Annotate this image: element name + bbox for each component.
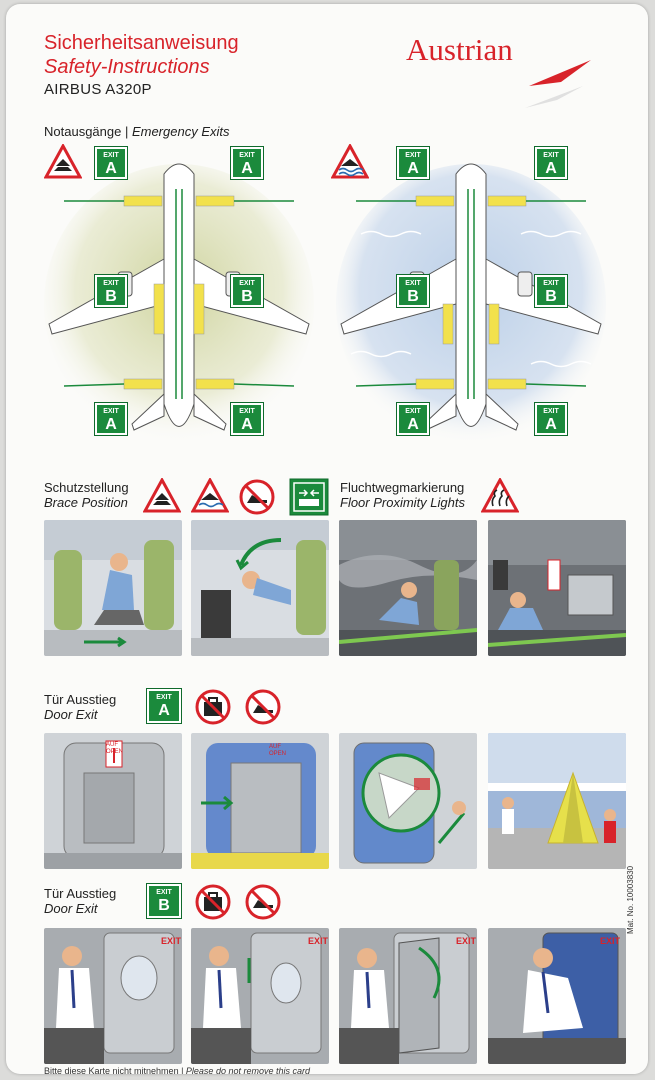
no-high-heels-door-b-icon: [245, 884, 281, 920]
section-brace-position: Schutzstellung Brace Position: [44, 480, 129, 510]
door-exit-label-3: EXIT: [456, 936, 477, 946]
door-handle-label-2: AUF OPEN: [269, 744, 287, 757]
door-a-panel-2: [191, 733, 329, 869]
door-handle-label: AUF OPEN: [106, 742, 124, 755]
footer-sep: |: [178, 1066, 186, 1074]
door-b-panel-2: [191, 928, 329, 1064]
emergency-exits-en: Emergency Exits: [131, 124, 230, 139]
land-evacuation-warning-icon: [44, 144, 82, 179]
door-b-en: Door Exit: [44, 901, 98, 916]
land-evacuation-diagram: [44, 163, 314, 444]
door-exit-label-4: EXIT: [600, 936, 621, 946]
emergency-exits-de: Notausgänge: [44, 124, 122, 139]
water-evacuation-warning-icon: [331, 144, 369, 179]
water-warning-icon: [191, 478, 229, 513]
exit-sign-arrows-icon: [289, 478, 329, 516]
door-a-de: Tür Ausstieg: [44, 692, 117, 707]
austrian-logo-icon: [525, 60, 591, 108]
brand-logo-text: Austrian: [406, 32, 513, 67]
door-a-panel-4: [488, 733, 626, 869]
section-emergency-exits: Notausgänge | Emergency Exits: [44, 124, 230, 139]
emergency-exits-sep: |: [121, 124, 132, 139]
door-a-panel-1: [44, 733, 182, 869]
footer-de: Bitte diese Karte nicht mitnehmen: [44, 1066, 179, 1074]
safety-card: Sicherheitsanweisung Safety-Instructions…: [6, 4, 648, 1074]
brace-panel-1: [44, 520, 182, 656]
brace-en: Brace Position: [44, 495, 128, 510]
floor-lights-panel-2: [488, 520, 626, 656]
material-number: Mat. No. 10003830: [626, 865, 635, 934]
land-warning-icon: [143, 478, 181, 513]
no-baggage-door-b-icon: [195, 884, 231, 920]
footer-note: Bitte diese Karte nicht mitnehmen | Plea…: [44, 1066, 310, 1074]
aircraft-model: AIRBUS A320P: [44, 81, 152, 98]
no-high-heels-door-a-icon: [245, 689, 281, 725]
smoke-warning-icon: [481, 478, 519, 513]
title-english: Safety-Instructions: [44, 56, 210, 78]
floor-lights-de: Fluchtwegmarkierung: [340, 480, 465, 495]
door-exit-label-1: EXIT: [161, 936, 182, 946]
brace-de: Schutzstellung: [44, 480, 129, 495]
door-exit-label-2: EXIT: [308, 936, 329, 946]
water-evacuation-diagram: [336, 163, 606, 444]
section-door-exit-b: Tür Ausstieg Door Exit: [44, 886, 116, 916]
no-high-heels-icon: [239, 479, 275, 515]
no-baggage-icon: [195, 689, 231, 725]
section-floor-proximity-lights: Fluchtwegmarkierung Floor Proximity Ligh…: [340, 480, 465, 510]
brace-panel-2: [191, 520, 329, 656]
footer-en: Please do not remove this card: [185, 1066, 310, 1074]
door-b-panel-3: [339, 928, 477, 1064]
door-b-panel-4: [488, 928, 626, 1064]
door-a-en: Door Exit: [44, 707, 98, 722]
door-a-panel-3: [339, 733, 477, 869]
door-b-panel-1: [44, 928, 182, 1064]
floor-lights-panel-1: [339, 520, 477, 656]
floor-lights-en: Floor Proximity Lights: [340, 495, 465, 510]
title-german: Sicherheitsanweisung: [44, 32, 239, 54]
section-door-exit-a: Tür Ausstieg Door Exit: [44, 692, 116, 722]
door-b-de: Tür Ausstieg: [44, 886, 117, 901]
